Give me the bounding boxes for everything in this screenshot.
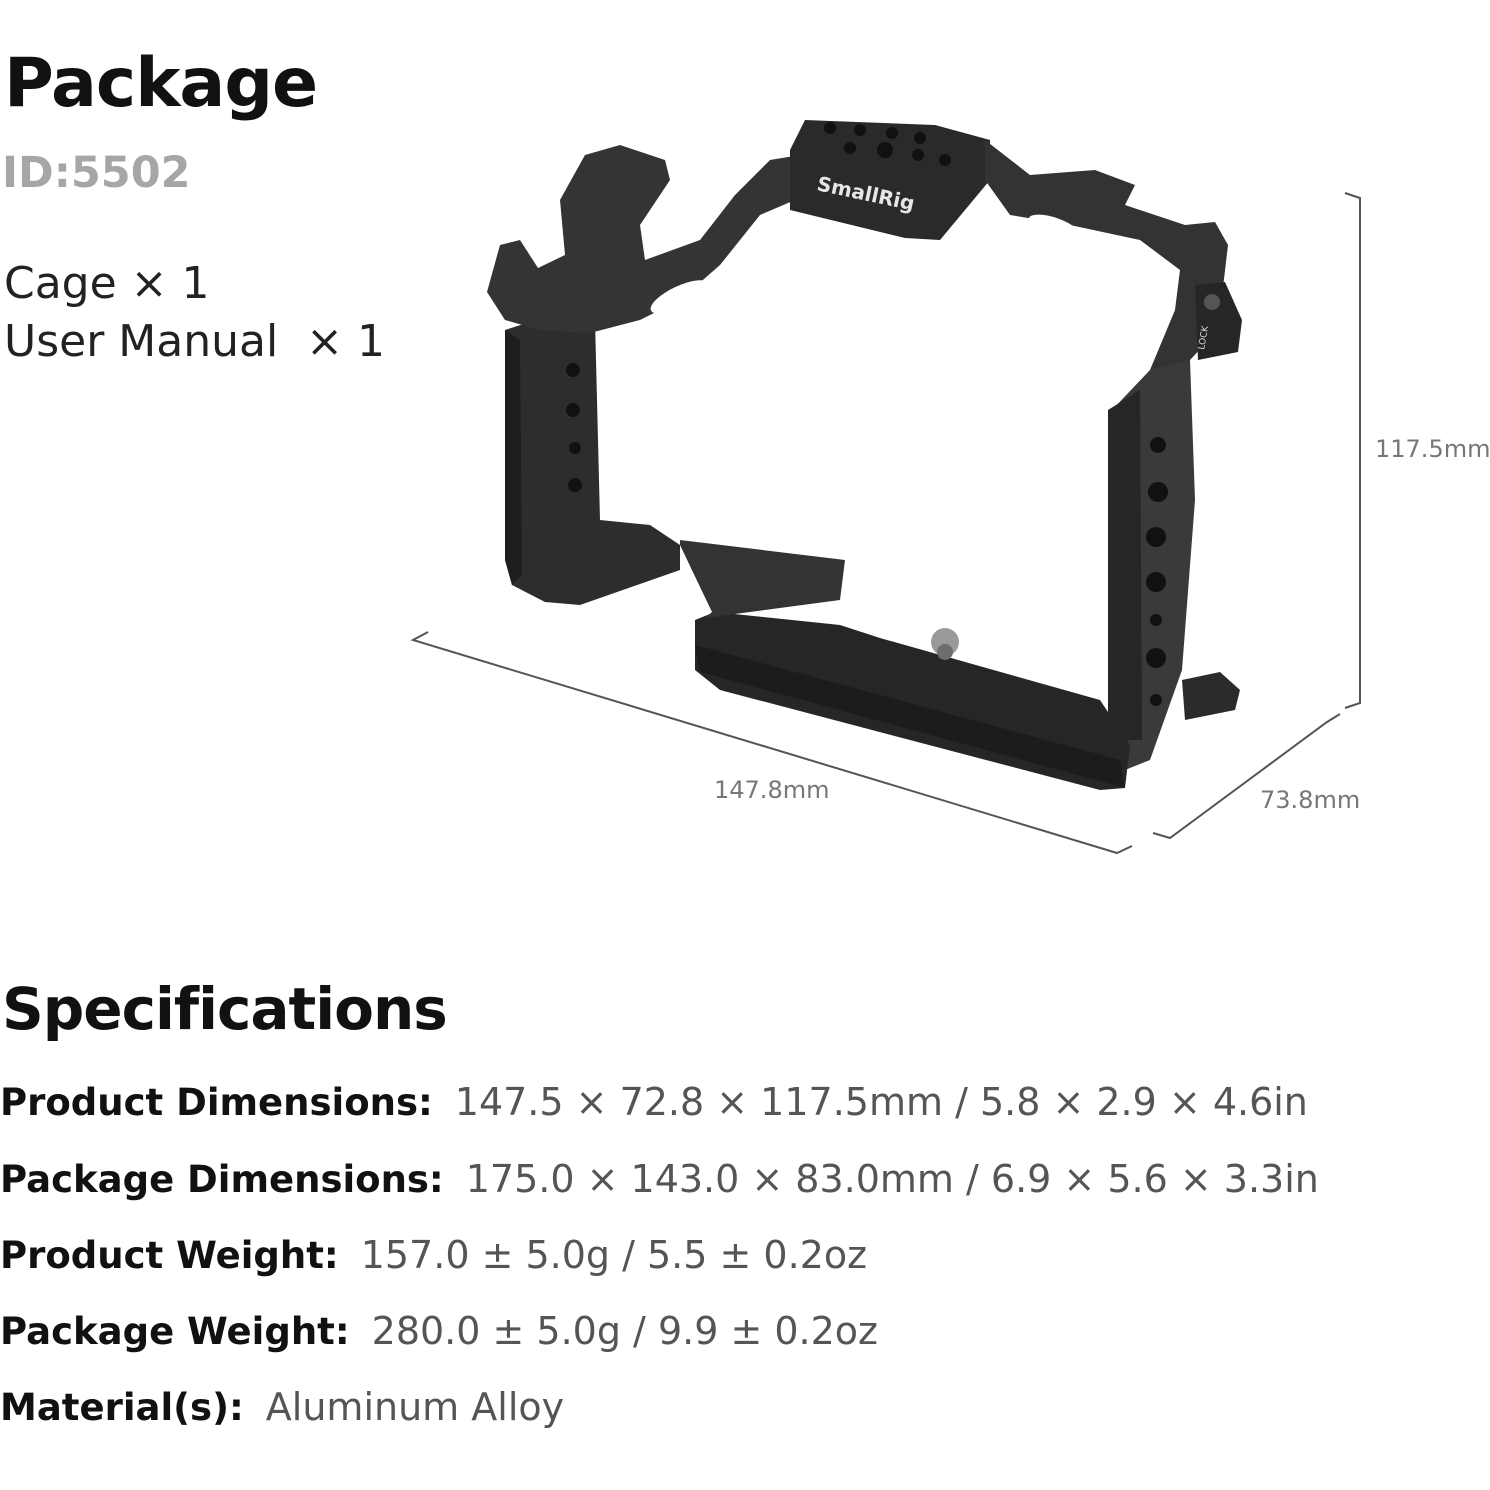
product-id: ID:5502 — [2, 148, 191, 198]
spec-label: Package Dimensions: — [0, 1158, 444, 1201]
top-mount-holes — [824, 122, 951, 166]
height-dimension-label: 117.5mm — [1375, 435, 1490, 463]
list-item: User Manual × 1 — [4, 316, 385, 367]
strap-slot — [650, 280, 710, 314]
specifications-title: Specifications — [2, 975, 448, 1043]
width-dimension-label: 147.8mm — [714, 776, 829, 804]
spec-value: 157.0 ± 5.0g / 5.5 ± 0.2oz — [360, 1233, 868, 1277]
package-title: Package — [4, 44, 318, 123]
grip-holes — [566, 363, 582, 492]
side-mount-holes — [1146, 437, 1168, 706]
spec-row-materials: Material(s): Aluminum Alloy — [0, 1385, 564, 1435]
spec-value: 280.0 ± 5.0g / 9.9 ± 0.2oz — [371, 1309, 878, 1353]
list-item: Cage × 1 — [4, 258, 210, 309]
package-contents-list: Cage × 1 User Manual × 1 — [4, 255, 385, 371]
spec-row-product-dimensions: Product Dimensions: 147.5 × 72.8 × 117.5m… — [0, 1080, 1308, 1130]
spec-row-product-weight: Product Weight: 157.0 ± 5.0g / 5.5 ± 0.2o… — [0, 1233, 867, 1283]
baseplate-front-face — [695, 645, 1125, 788]
cage-left-grip — [505, 320, 680, 605]
spec-value: 147.5 × 72.8 × 117.5mm / 5.8 × 2.9 × 4.6… — [454, 1080, 1308, 1124]
camera-cage-image: 117.5mm 147.8mm 73.8mm SmallRig LOCK — [410, 120, 1490, 855]
spec-label: Product Dimensions: — [0, 1081, 433, 1124]
cage-body: SmallRig LOCK — [487, 120, 1242, 790]
spec-label: Material(s): — [0, 1386, 244, 1429]
lock-label: LOCK — [1197, 324, 1211, 350]
dimension-lines — [410, 192, 1361, 855]
spec-value: Aluminum Alloy — [265, 1385, 565, 1429]
cage-top-arch — [487, 145, 800, 333]
strap-slot — [1028, 214, 1082, 242]
screw-head — [937, 644, 953, 660]
cage-right-side-face — [1108, 390, 1142, 740]
cage-top-right-rail — [985, 140, 1228, 385]
right-foot-tab — [1182, 672, 1240, 720]
cage-left-side-face — [505, 330, 522, 585]
spec-value: 175.0 × 143.0 × 83.0mm / 6.9 × 5.6 × 3.3… — [465, 1157, 1319, 1201]
spec-row-package-dimensions: Package Dimensions: 175.0 × 143.0 × 83.0m… — [0, 1157, 1319, 1207]
baseplate-top — [680, 540, 845, 618]
spec-label: Product Weight: — [0, 1234, 339, 1277]
lock-button — [1204, 294, 1220, 310]
depth-dimension-label: 73.8mm — [1260, 786, 1360, 814]
cage-top-block — [790, 120, 990, 240]
spec-row-package-weight: Package Weight: 280.0 ± 5.0g / 9.9 ± 0.2o… — [0, 1309, 878, 1359]
spec-label: Package Weight: — [0, 1310, 350, 1353]
